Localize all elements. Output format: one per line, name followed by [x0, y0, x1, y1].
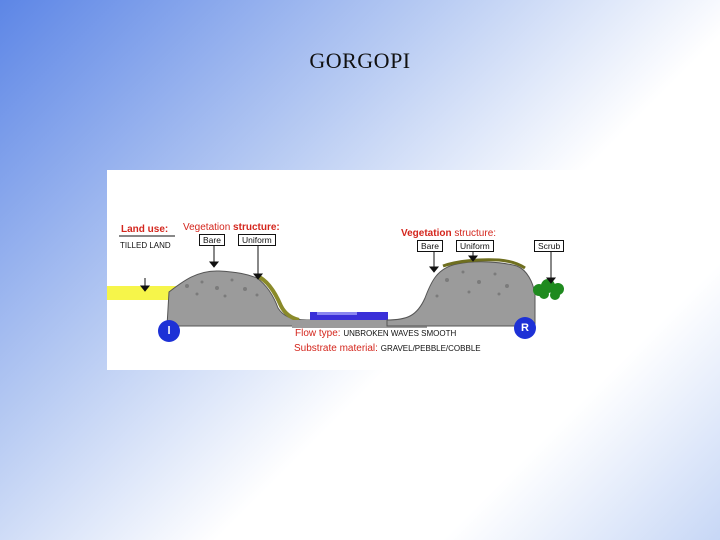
right-box-scrub: Scrub [534, 240, 565, 252]
pointer-arrows [139, 242, 557, 292]
flow-type-label: Flow type: [295, 328, 341, 339]
right-bank-texture [435, 270, 509, 298]
scrub-bushes [533, 279, 564, 300]
water-highlight [317, 312, 357, 315]
right-vegetation-label-prefix: Vegetation [401, 228, 452, 239]
tilled-field-strip [107, 286, 177, 300]
right-bank [386, 261, 536, 327]
flow-type-row: Flow type: UNBROKEN WAVES SMOOTH [295, 328, 456, 339]
left-bank [166, 270, 323, 327]
left-box-uniform: Uniform [238, 234, 276, 246]
left-vegetation-label-suffix: structure: [233, 222, 280, 233]
left-vegetation-label: Vegetation structure: [183, 222, 280, 233]
flow-type-value: UNBROKEN WAVES SMOOTH [343, 329, 457, 338]
right-vegetation-label-suffix: structure: [454, 228, 497, 239]
left-vegetation-label-prefix: Vegetation [183, 222, 231, 233]
substrate-value: GRAVEL/PEBBLE/COBBLE [380, 344, 481, 353]
left-bank-texture [185, 278, 259, 298]
left-box-bare: Bare [199, 234, 225, 246]
right-bank-grass [442, 258, 526, 270]
right-bank-badge: R [514, 317, 536, 339]
substrate-row: Substrate material: GRAVEL/PEBBLE/COBBLE [294, 343, 481, 354]
slide-title: GORGOPI [309, 48, 411, 73]
right-vegetation-label: Vegetation structure: [401, 228, 496, 239]
substrate-label: Substrate material: [294, 343, 378, 354]
water-surface [310, 312, 388, 320]
right-box-uniform: Uniform [456, 240, 494, 252]
right-box-bare: Bare [417, 240, 443, 252]
river-cross-section-diagram: Land use: TILLED LAND Vegetation structu… [107, 170, 614, 370]
land-use-label: Land use: [121, 224, 169, 235]
left-bank-badge: l [158, 320, 180, 342]
land-use-value: TILLED LAND [120, 241, 171, 250]
cross-section-drawing [107, 235, 564, 328]
left-slope-vegetation [256, 274, 300, 322]
